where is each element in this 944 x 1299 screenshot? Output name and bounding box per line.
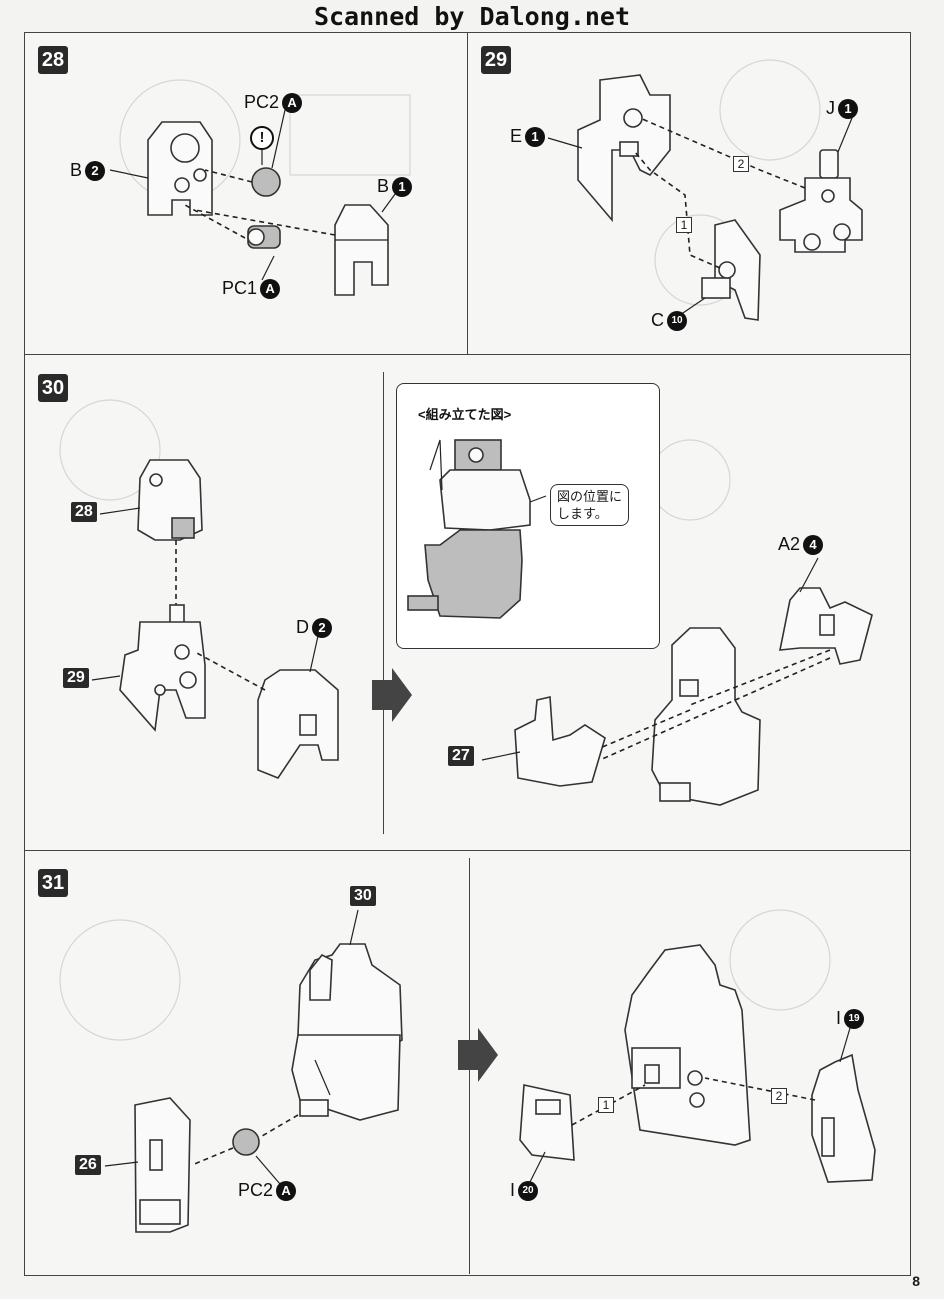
runner-num-badge: 19 — [844, 1009, 865, 1030]
page-number: 8 — [912, 1273, 920, 1289]
step-30-number: 30 — [38, 374, 68, 402]
order-2-box: 2 — [771, 1088, 787, 1104]
step-31-number: 31 — [38, 869, 68, 897]
scanner-banner: Scanned by Dalong.net — [313, 2, 631, 31]
runner-num-badge: 2 — [312, 618, 332, 639]
runner-num-badge: 20 — [518, 1181, 539, 1202]
runner-a-badge: A — [282, 93, 303, 114]
order-1-box: 1 — [676, 217, 692, 233]
runner-a-badge: A — [260, 279, 281, 300]
ref-26-tag: 26 — [75, 1155, 101, 1175]
ref-30-tag: 30 — [350, 886, 376, 906]
order-1-box: 1 — [598, 1097, 614, 1113]
runner-num-badge: 1 — [392, 177, 413, 198]
runner-num-badge: 4 — [803, 535, 824, 556]
ref-28-tag: 28 — [71, 502, 97, 522]
runner-num-badge: 1 — [525, 127, 546, 148]
ref-29-tag: 29 — [63, 668, 89, 688]
step-30-divider — [383, 372, 384, 834]
order-2-box: 2 — [733, 156, 749, 172]
step-28-number: 28 — [38, 46, 68, 74]
caution-icon: ! — [250, 126, 274, 150]
position-note-bubble: 図の位置に します。 — [550, 484, 630, 526]
runner-num-badge: 2 — [85, 161, 106, 182]
runner-a-badge: A — [276, 1181, 297, 1202]
ref-27-tag: 27 — [448, 746, 474, 766]
callout-title: <組み立てた図> — [418, 407, 512, 422]
runner-num-badge: 1 — [838, 99, 858, 120]
step-29-number: 29 — [481, 46, 511, 74]
runner-num-badge: 10 — [667, 311, 687, 332]
